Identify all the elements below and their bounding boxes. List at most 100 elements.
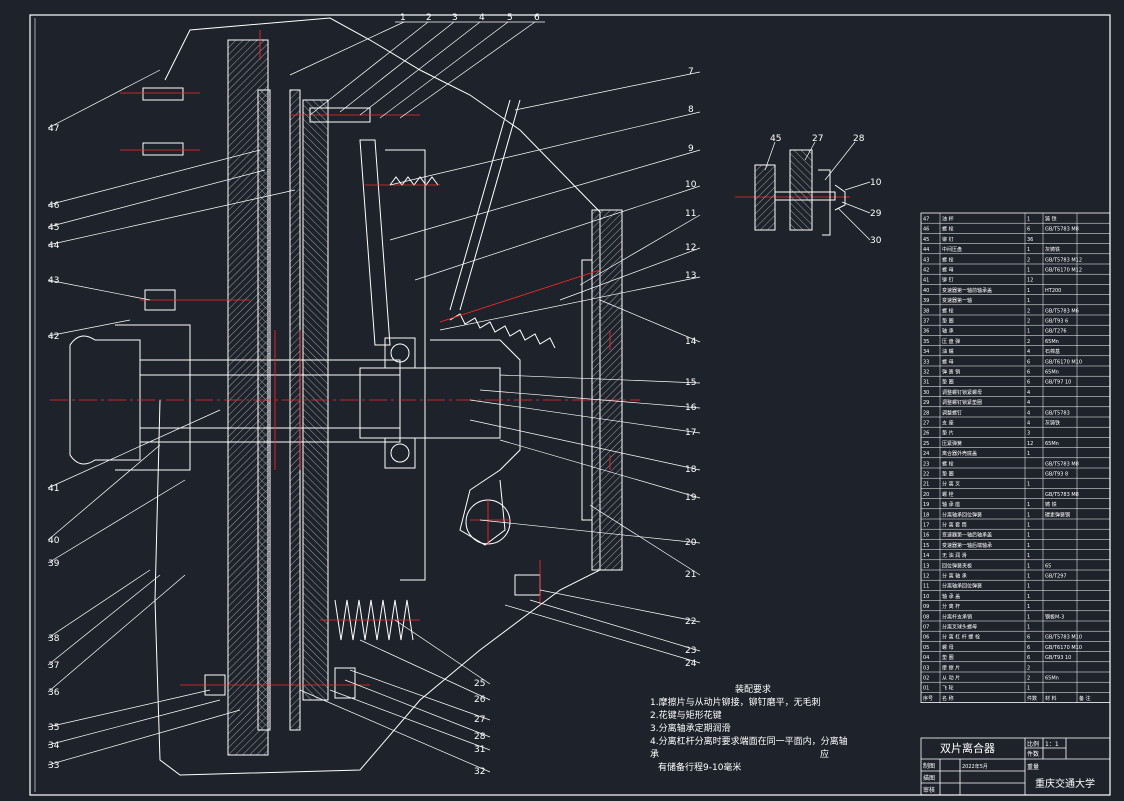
callout-28: 28 [474, 732, 486, 742]
parts-cell: 4 [1027, 400, 1030, 406]
callout-31: 31 [474, 745, 485, 755]
parts-cell: 65Mn [1045, 370, 1059, 376]
parts-cell: 6 [1027, 655, 1030, 661]
parts-cell: 铸 铁 [1045, 216, 1057, 223]
parts-cell: 01 [923, 686, 929, 692]
parts-cell: 1 [1027, 574, 1030, 580]
callout-32: 32 [474, 767, 485, 777]
callout-6: 6 [534, 13, 540, 23]
parts-cell: 29 [923, 400, 929, 406]
parts-cell: GB/T5783 M10 [1045, 635, 1082, 641]
parts-cell: 35 [923, 339, 929, 345]
parts-cell: 碳素弹簧钢 [1045, 511, 1070, 518]
drawn-label: 制图 [923, 762, 935, 770]
scale-label: 比例 [1027, 740, 1039, 748]
detail-callout-28: 28 [853, 134, 865, 144]
parts-cell: 1 [1027, 288, 1030, 294]
parts-cell: 12 [1027, 278, 1033, 284]
callout-40: 40 [48, 536, 60, 546]
callout-26: 26 [474, 695, 486, 705]
parts-cell: GB/T5783 M6 [1045, 308, 1079, 314]
parts-cell: 垫 圈 [942, 379, 954, 386]
parts-cell: 弹 簧 销 [942, 369, 960, 376]
leader-lines [47, 21, 871, 773]
callout-38: 38 [48, 634, 60, 644]
parts-cell: 分离叉球头螺母 [942, 624, 977, 631]
callout-14: 14 [685, 337, 697, 347]
parts-cell: 47 [923, 217, 929, 223]
parts-cell: 离合器外壳底盖 [942, 450, 977, 457]
callout-19: 19 [685, 493, 697, 503]
parts-cell: 40 [923, 288, 929, 294]
parts-cell: 4 [1027, 410, 1030, 416]
school-name: 重庆交通大学 [1035, 777, 1095, 790]
parts-cell: 钢板M-3 [1045, 613, 1064, 620]
parts-cell: 08 [923, 614, 929, 620]
parts-cell: 20 [923, 492, 929, 498]
parts-cell: 铸 铁 [1045, 501, 1057, 508]
parts-cell: 12 [923, 574, 929, 580]
technical-requirement-1: 1.摩擦片与从动片铆接，铆钉磨平，无毛刺 [650, 696, 821, 708]
parts-cell: 中间压盘 [942, 246, 962, 253]
parts-cell: 07 [923, 625, 929, 631]
parts-cell: 分 离 杆 [942, 603, 960, 610]
parts-cell: 压 盘 弹 [942, 338, 960, 345]
detail-callout-30: 30 [870, 236, 882, 246]
parts-cell: 11 [923, 584, 929, 590]
parts-cell: 变速器第一轴后轴承盖 [942, 532, 992, 539]
parts-cell: 4 [1027, 349, 1030, 355]
parts-cell: 油 杯 [942, 216, 954, 223]
parts-header-cell: 名 称 [942, 695, 954, 702]
callout-12: 12 [685, 243, 696, 253]
parts-cell: 38 [923, 308, 929, 314]
callout-35: 35 [48, 723, 59, 733]
parts-cell: 螺 母 [942, 644, 954, 651]
parts-cell: 1 [1027, 329, 1030, 335]
parts-cell: 石棉基 [1045, 348, 1060, 355]
technical-requirement-3: 3.分离轴承定期润滑 [650, 722, 731, 734]
parts-cell: 6 [1027, 227, 1030, 233]
parts-cell: 铆 钉 [942, 236, 954, 243]
parts-cell: 6 [1027, 370, 1030, 376]
parts-cell: 37 [923, 319, 929, 325]
parts-cell: GB/T5783 M12 [1045, 257, 1082, 263]
parts-cell: 2 [1027, 339, 1030, 345]
assembly-name: 双片离合器 [940, 741, 995, 755]
parts-cell: 45 [923, 237, 929, 243]
parts-cell: 19 [923, 502, 929, 508]
parts-cell: GB/T6170 M10 [1045, 359, 1082, 365]
parts-cell: 17 [923, 523, 929, 529]
parts-cell: 12 [1027, 441, 1033, 447]
technical-requirement-6: 有储备行程9-10毫米 [658, 761, 741, 773]
parts-cell: 螺 栓 [942, 226, 954, 233]
callout-20: 20 [685, 538, 697, 548]
scale-value: 1：1 [1045, 741, 1059, 748]
callout-9: 9 [688, 144, 694, 154]
parts-cell: 21 [923, 482, 929, 488]
parts-cell: GB/T276 [1045, 329, 1067, 335]
parts-cell: 灰铸铁 [1045, 246, 1060, 253]
callout-41: 41 [48, 484, 59, 494]
design-label: 描图 [923, 774, 935, 782]
parts-header-cell: 材 料 [1045, 695, 1057, 702]
parts-cell: 36 [1027, 237, 1033, 243]
parts-cell: GB/T93 10 [1045, 655, 1071, 661]
parts-cell: 支 座 [942, 420, 954, 427]
parts-cell: 05 [923, 645, 929, 651]
detail-callout-27: 27 [812, 134, 823, 144]
parts-cell: 1 [1027, 594, 1030, 600]
callout-2: 2 [426, 13, 432, 23]
callout-34: 34 [48, 741, 60, 751]
callout-25: 25 [474, 679, 485, 689]
parts-cell: 43 [923, 257, 929, 263]
parts-cell: 15 [923, 543, 929, 549]
parts-cell: 28 [923, 410, 929, 416]
parts-cell: 2 [1027, 257, 1030, 263]
callout-37: 37 [48, 661, 59, 671]
parts-cell: 65Mn [1045, 441, 1059, 447]
detail-view [754, 149, 846, 236]
callout-22: 22 [685, 617, 696, 627]
parts-cell: 轴 承 [942, 328, 954, 335]
callout-44: 44 [48, 241, 60, 251]
